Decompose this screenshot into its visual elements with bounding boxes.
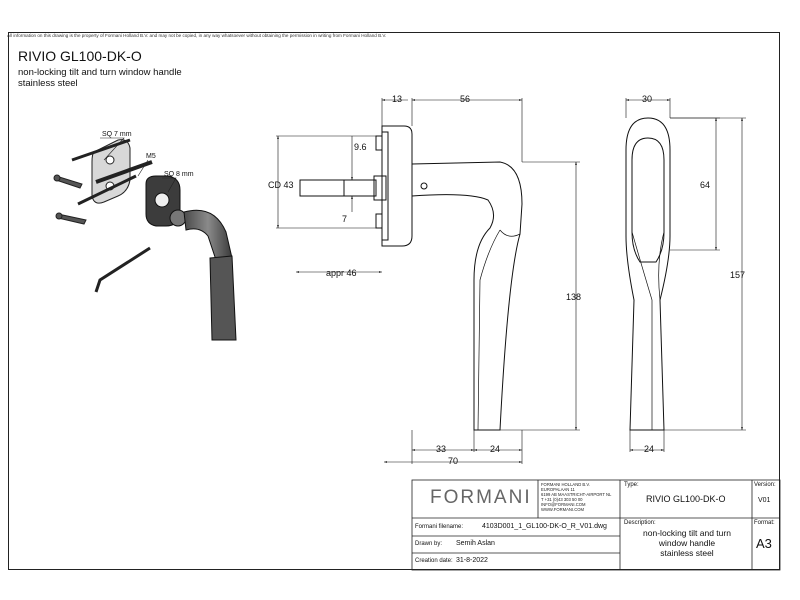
screws-iso (53, 174, 87, 225)
format-value: A3 (756, 536, 772, 551)
drawing-sheet-border (8, 32, 780, 570)
allen-key-iso (94, 246, 151, 293)
iso-leaders (100, 137, 177, 193)
format-label: Format: (754, 520, 775, 526)
front-handle-grip (631, 137, 665, 263)
side-spindle (299, 179, 377, 197)
dimension-texts: 13 56 30 9.6 CD 43 7 64 appr 46 138 157 … (268, 94, 745, 466)
description-label: Description: (624, 520, 656, 526)
side-clip-bottom (375, 213, 383, 229)
dim-138: 138 (566, 292, 581, 302)
label-sq7: SQ 7 mm (102, 131, 132, 138)
drawn-by-value: Semih Aslan (456, 540, 495, 547)
side-nut (373, 175, 387, 201)
description-value: non-locking tilt and turn window handle … (643, 528, 731, 558)
dim-30: 30 (642, 94, 652, 104)
filename-value: 4103D001_1_GL100-DK-O_R_V01.dwg (482, 523, 607, 530)
dim-56: 56 (460, 94, 470, 104)
front-handle-outline (625, 117, 671, 431)
title-block-grid (411, 479, 781, 571)
label-sq8: SQ 8 mm (164, 171, 194, 178)
dim-13: 13 (392, 94, 402, 104)
creation-date-label: Creation date: (415, 558, 453, 564)
dim-64: 64 (700, 180, 710, 190)
side-grub-screw (420, 182, 428, 190)
type-label: Type: (624, 482, 639, 488)
subtitle-line-1: non-locking tilt and turn window handle (18, 67, 182, 78)
side-handle (411, 161, 523, 431)
dim-appr46: appr 46 (326, 268, 357, 278)
dim-33: 33 (436, 444, 446, 454)
drawn-by-label: Drawn by: (415, 541, 443, 547)
dim-cd43: CD 43 (268, 180, 294, 190)
handle-iso (169, 209, 237, 341)
dim-9-6: 9.6 (354, 142, 367, 152)
side-clip-top (375, 135, 383, 151)
side-view (299, 125, 523, 431)
version-label: Version: (754, 482, 776, 488)
formani-logo: FORMANI (430, 487, 532, 508)
version-value: V01 (758, 497, 771, 504)
dim-157: 157 (730, 270, 745, 280)
dim-70: 70 (448, 456, 458, 466)
dimension-lines (276, 98, 746, 464)
dim-7: 7 (342, 214, 347, 224)
label-m5: M5 (146, 153, 156, 160)
dim-24-side: 24 (490, 444, 500, 454)
drawing-title: RIVIO GL100-DK-O (18, 48, 142, 64)
dim-24-front: 24 (644, 444, 654, 454)
bolts-iso (71, 138, 153, 206)
isometric-view: SQ 7 mm M5 SQ 8 mm (53, 131, 237, 341)
filename-label: Formani filename: (415, 524, 464, 530)
copyright-notice: All information on this drawing is the p… (7, 33, 387, 38)
creation-date-value: 31-8-2022 (456, 557, 488, 564)
type-value: RIVIO GL100-DK-O (646, 494, 726, 504)
subtitle-line-2: stainless steel (18, 78, 78, 89)
drawing-subtitle: non-locking tilt and turn window handle … (18, 67, 182, 89)
side-backplate (381, 125, 413, 247)
front-view (625, 117, 671, 431)
